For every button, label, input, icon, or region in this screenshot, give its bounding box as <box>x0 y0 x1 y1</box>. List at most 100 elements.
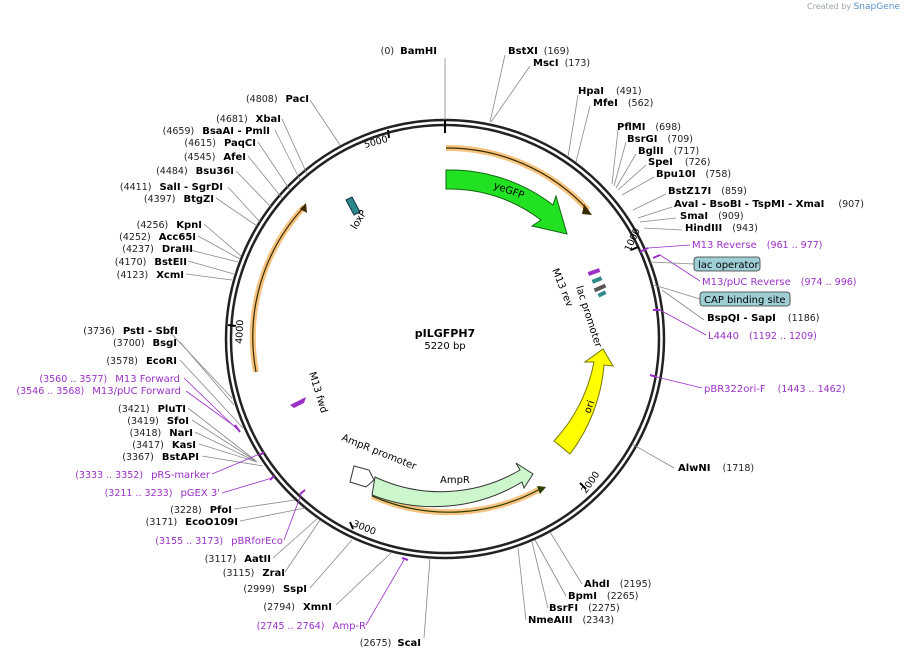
enzyme-leader-lines <box>167 54 705 639</box>
enzyme-pluti: PluTI <box>158 404 186 415</box>
enzyme-xcmi: XcmI <box>156 270 184 281</box>
plasmid-name: pILGFPH7 <box>415 327 475 340</box>
enzyme-mfei: MfeI <box>593 98 618 109</box>
svg-text:AhdI(2195): AhdI(2195) <box>584 579 651 590</box>
svg-text:(2999)SspI: (2999)SspI <box>243 584 307 595</box>
enzyme-bsu36i: Bsu36I <box>196 166 234 177</box>
svg-text:(3155 .. 3173)pBRforEco: (3155 .. 3173)pBRforEco <box>155 536 283 547</box>
tick-label-3000: 3000 <box>351 519 378 538</box>
svg-text:(4808)PacI: (4808)PacI <box>246 94 309 105</box>
enzyme-sali-sgrdi: SalI - SgrDI <box>159 182 223 193</box>
loxp-translation-line <box>252 206 305 373</box>
lac-promoter-mark <box>593 283 607 293</box>
primer-labels-left: (2745 .. 2764)Amp-R (3155 .. 3173)pBRfor… <box>16 374 366 632</box>
m13-rev-primer-mark <box>587 268 601 276</box>
svg-text:(3578)EcoRI: (3578)EcoRI <box>106 356 177 367</box>
enzyme-xmni: XmnI <box>303 602 332 613</box>
loxp-feature <box>345 196 361 216</box>
enzyme-nmeaiii: NmeAIII <box>528 615 572 626</box>
enzyme-labels-left: (0)BamHI (2675)ScaI (2794)XmnI (2999)Ssp… <box>83 46 437 649</box>
enzyme-bpmi: BpmI <box>568 591 597 602</box>
primer-m13-reverse: M13 Reverse <box>692 240 757 251</box>
svg-text:SpeI(726): SpeI(726) <box>648 157 710 168</box>
enzyme-bsrfi: BsrFI <box>549 603 578 614</box>
primer-m13-puc-forward: M13/pUC Forward <box>92 386 181 397</box>
svg-text:BpmI(2265): BpmI(2265) <box>568 591 639 602</box>
enzyme-draiii: DraIII <box>162 244 193 255</box>
enzyme-scai: ScaI <box>397 638 421 649</box>
svg-text:AlwNI(1718): AlwNI(1718) <box>678 463 754 474</box>
enzyme-hindiii: HindIII <box>685 223 722 234</box>
svg-text:(4397)BtgZI: (4397)BtgZI <box>144 194 214 205</box>
svg-text:(4681)XbaI: (4681)XbaI <box>216 114 281 125</box>
m13-fwd-label: M13 fwd <box>306 371 329 415</box>
svg-text:(3421)PluTI: (3421)PluTI <box>118 404 186 415</box>
enzyme-paqci: PaqCI <box>224 138 256 149</box>
svg-text:(3367)BstAPI: (3367)BstAPI <box>122 452 199 463</box>
svg-text:M13/pUC Reverse(974 .. 996): M13/pUC Reverse(974 .. 996) <box>702 277 857 288</box>
svg-text:(2794)XmnI: (2794)XmnI <box>263 602 332 613</box>
tick-label-5000: 5000 <box>363 134 389 151</box>
enzyme-bsgi: BsgI <box>153 338 177 349</box>
tick-2000 <box>579 482 587 490</box>
svg-text:M13 Reverse(961 .. 977): M13 Reverse(961 .. 977) <box>692 240 823 251</box>
enzyme-spei: SpeI <box>648 157 673 168</box>
enzyme-zrai: ZraI <box>262 568 285 579</box>
svg-text:(3417)KasI: (3417)KasI <box>132 440 196 451</box>
ori-label: ori <box>582 399 597 415</box>
enzyme-xbai: XbaI <box>256 114 281 125</box>
svg-text:MfeI(562): MfeI(562) <box>593 98 653 109</box>
svg-text:(2745 .. 2764)Amp-R: (2745 .. 2764)Amp-R <box>257 621 366 632</box>
ampr-promoter-label: AmpR promoter <box>340 433 419 473</box>
primer-pbrforeco: pBRforEco <box>231 536 283 547</box>
ampr-translation-arrow <box>537 486 546 494</box>
enzyme-alwni: AlwNI <box>678 463 711 474</box>
primer-m13-puc-reverse: M13/pUC Reverse <box>702 277 791 288</box>
svg-text:pBR322ori-F(1443 .. 1462): pBR322ori-F(1443 .. 1462) <box>704 384 845 395</box>
enzyme-bglii: BglII <box>638 146 664 157</box>
enzyme-msci: MscI <box>533 58 559 69</box>
svg-text:AvaI - BsoBI - TspMI - XmaI(90: AvaI - BsoBI - TspMI - XmaI(907) <box>674 199 864 210</box>
svg-text:BglII(717): BglII(717) <box>638 146 699 157</box>
svg-text:(3211 .. 3233)pGEX 3': (3211 .. 3233)pGEX 3' <box>105 488 220 499</box>
svg-text:HindIII(943): HindIII(943) <box>685 223 758 234</box>
svg-text:BsrFI(2275): BsrFI(2275) <box>549 603 620 614</box>
enzyme-kasi: KasI <box>172 440 196 451</box>
svg-text:(4615)PaqCI: (4615)PaqCI <box>184 138 256 149</box>
svg-text:(4123)XcmI: (4123)XcmI <box>117 270 184 281</box>
svg-text:NmeAIII(2343): NmeAIII(2343) <box>528 615 614 626</box>
lac-operator-mark <box>591 276 603 284</box>
svg-text:(3546 .. 3568)M13/pUC Forward: (3546 .. 3568)M13/pUC Forward <box>16 386 181 397</box>
svg-text:(3560 .. 3577)M13 Forward: (3560 .. 3577)M13 Forward <box>39 374 180 385</box>
svg-text:(4545)AfeI: (4545)AfeI <box>184 152 246 163</box>
svg-text:(3228)PfoI: (3228)PfoI <box>170 505 232 516</box>
pbrforeco-ring-mark <box>299 489 306 495</box>
svg-text:BspQI - SapI(1186): BspQI - SapI(1186) <box>707 313 820 324</box>
lac-operator-box <box>693 256 761 272</box>
m13-puc-reverse-ring-mark <box>652 254 661 259</box>
enzyme-bsaai-pmli: BsaAI - PmlI <box>202 126 270 137</box>
svg-text:MscI(173): MscI(173) <box>533 58 590 69</box>
enzyme-bsrgi: BsrGI <box>627 134 657 145</box>
enzyme-bamhi: BamHI <box>400 46 437 57</box>
enzyme-bpu10i: Bpu10I <box>656 169 696 180</box>
m13-fwd-primer-mark <box>290 397 306 408</box>
svg-text:(4237)DraIII: (4237)DraIII <box>122 244 193 255</box>
svg-text:BstZ17I(859): BstZ17I(859) <box>668 186 747 197</box>
enzyme-xmai-group: AvaI - BsoBI - TspMI - XmaI <box>674 199 824 210</box>
enzyme-bstapi: BstAPI <box>162 452 199 463</box>
primer-amp-r: Amp-R <box>333 621 367 632</box>
enzyme-hpai: HpaI <box>578 86 604 97</box>
svg-text:(3171)EcoO109I: (3171)EcoO109I <box>146 517 238 528</box>
enzyme-bsteii: BstEII <box>154 257 187 268</box>
svg-text:(4170)BstEII: (4170)BstEII <box>115 257 187 268</box>
tick-label-4000: 4000 <box>234 319 246 344</box>
snapgene-logo: SnapGene <box>853 2 900 12</box>
svg-text:L4440(1192 .. 1209): L4440(1192 .. 1209) <box>708 331 817 342</box>
enzyme-sfoi: SfoI <box>167 416 189 427</box>
enzyme-bstz17i: BstZ17I <box>668 186 711 197</box>
tick-label-2000: 2000 <box>579 470 602 496</box>
prs-marker-ring-mark <box>259 451 265 456</box>
yegfp-feature <box>445 169 568 235</box>
